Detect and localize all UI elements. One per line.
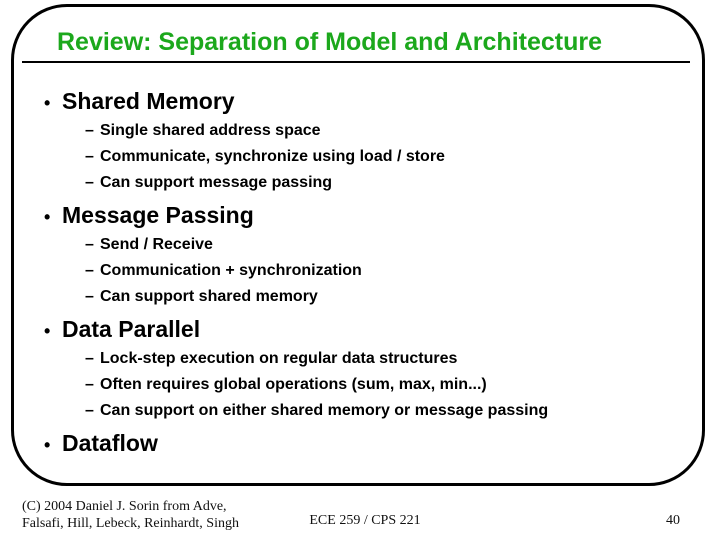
sub-bullet-text: Lock-step execution on regular data stru…	[100, 350, 458, 367]
footer-credit: (C) 2004 Daniel J. Sorin from Adve, Fals…	[22, 498, 239, 532]
bullet-item-level2: – Communication + synchronization	[0, 258, 700, 284]
slide-page-number: 40	[666, 513, 680, 528]
bullet-item-level2: – Communicate, synchronize using load / …	[0, 144, 700, 170]
sub-bullet-text: Communicate, synchronize using load / st…	[100, 148, 445, 165]
bullet-label: Message Passing	[62, 202, 254, 228]
sub-bullet-text: Can support shared memory	[100, 288, 318, 305]
bullet-label: Shared Memory	[62, 88, 235, 114]
bullet-item-level2: – Can support message passing	[0, 170, 700, 196]
slide-title: Review: Separation of Model and Architec…	[57, 28, 603, 56]
bullet-item-level2: – Can support on either shared memory or…	[0, 398, 700, 424]
bullet-section-dataflow: • Dataflow	[0, 428, 700, 460]
dash-icon: –	[85, 402, 94, 419]
sub-bullet-text: Single shared address space	[100, 122, 321, 139]
bullet-item-level1: • Data Parallel	[0, 314, 700, 346]
bullet-item-level2: – Send / Receive	[0, 232, 700, 258]
dash-icon: –	[85, 174, 94, 191]
bullet-item-level1: • Message Passing	[0, 200, 700, 232]
bullet-section-data-parallel: • Data Parallel – Lock-step execution on…	[0, 314, 700, 424]
bullet-item-level1: • Dataflow	[0, 428, 700, 460]
sub-bullet-text: Communication + synchronization	[100, 262, 362, 279]
bullet-label: Data Parallel	[62, 316, 201, 342]
slide-border-frame	[11, 4, 705, 486]
bullet-icon: •	[44, 435, 51, 455]
title-underline	[22, 61, 690, 63]
bullet-section-message-passing: • Message Passing – Send / Receive – Com…	[0, 200, 700, 310]
bullet-section-shared-memory: • Shared Memory – Single shared address …	[0, 86, 700, 196]
dash-icon: –	[85, 236, 94, 253]
bullet-label: Dataflow	[62, 430, 158, 456]
bullet-item-level2: – Single shared address space	[0, 118, 700, 144]
sub-bullet-text: Often requires global operations (sum, m…	[100, 376, 487, 393]
bullet-item-level2: – Can support shared memory	[0, 284, 700, 310]
bullet-icon: •	[44, 207, 51, 227]
dash-icon: –	[85, 262, 94, 279]
footer-credit-line1: (C) 2004 Daniel J. Sorin from Adve,	[22, 499, 227, 514]
sub-bullet-text: Can support message passing	[100, 174, 333, 191]
dash-icon: –	[85, 288, 94, 305]
sub-bullet-text: Send / Receive	[100, 236, 213, 253]
bullet-item-level2: – Lock-step execution on regular data st…	[0, 346, 700, 372]
footer-credit-line2: Falsafi, Hill, Lebeck, Reinhardt, Singh	[22, 516, 239, 531]
dash-icon: –	[85, 350, 94, 367]
dash-icon: –	[85, 122, 94, 139]
sub-bullet-text: Can support on either shared memory or m…	[100, 402, 549, 419]
bullet-item-level2: – Often requires global operations (sum,…	[0, 372, 700, 398]
slide-body: • Shared Memory – Single shared address …	[0, 86, 700, 464]
bullet-icon: •	[44, 321, 51, 341]
bullet-icon: •	[44, 93, 51, 113]
dash-icon: –	[85, 148, 94, 165]
dash-icon: –	[85, 376, 94, 393]
footer-course-label: ECE 259 / CPS 221	[309, 513, 421, 528]
bullet-item-level1: • Shared Memory	[0, 86, 700, 118]
